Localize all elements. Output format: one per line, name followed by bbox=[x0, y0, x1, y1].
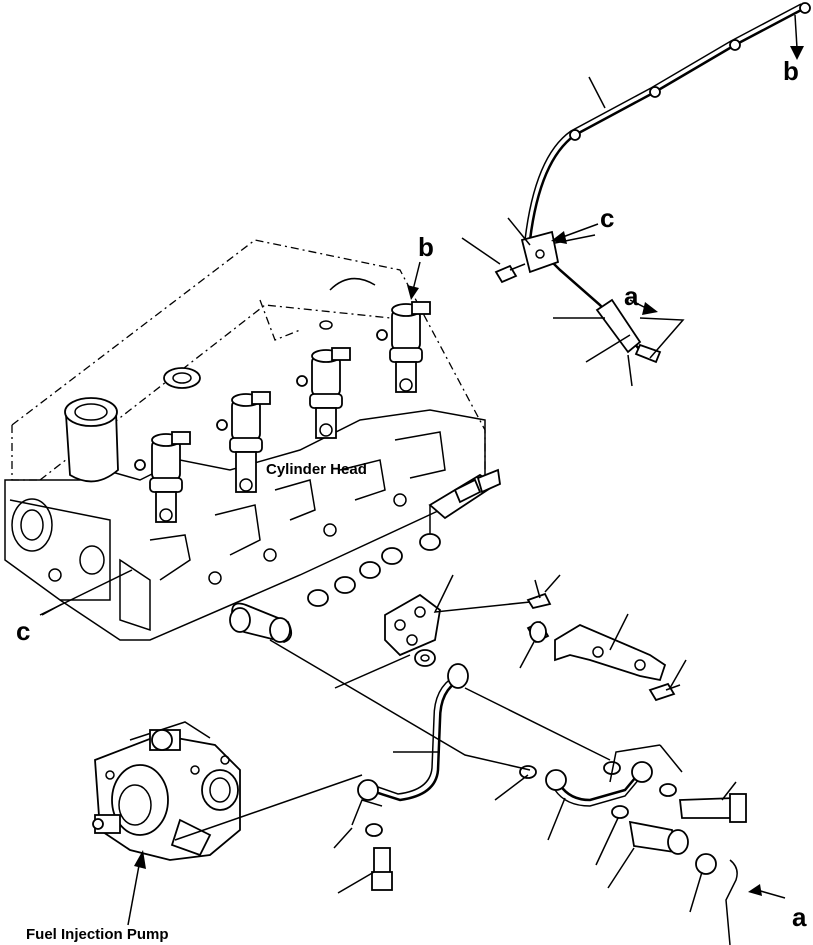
injector-2 bbox=[216, 391, 271, 493]
bracket-parts bbox=[384, 579, 681, 702]
ref-letter-c-left: c bbox=[16, 616, 31, 646]
ref-letter-b-mid: b bbox=[418, 232, 434, 262]
fuel-pipes bbox=[357, 663, 677, 837]
cylinder-head-block bbox=[4, 239, 486, 641]
fuel-injection-pump bbox=[92, 721, 241, 861]
fuel-injection-pump-label: Fuel Injection Pump bbox=[26, 926, 169, 943]
ref-letter-b-top: b bbox=[783, 56, 799, 86]
ref-letter-a-bottom: a bbox=[792, 902, 807, 932]
leak-off-pipe bbox=[494, 2, 811, 364]
injector-4 bbox=[376, 301, 431, 393]
injector-3 bbox=[296, 347, 351, 439]
ref-letter-c-top: c bbox=[600, 203, 615, 233]
injector-1 bbox=[134, 431, 191, 523]
ref-letter-a-top: a bbox=[624, 281, 639, 311]
banjo-bolts bbox=[371, 793, 747, 945]
injectors bbox=[134, 301, 431, 523]
cylinder-head-label: Cylinder Head bbox=[266, 461, 367, 478]
reference-arrows bbox=[41, 14, 804, 926]
fuel-rail bbox=[229, 468, 501, 643]
rail-fittings bbox=[307, 533, 441, 607]
